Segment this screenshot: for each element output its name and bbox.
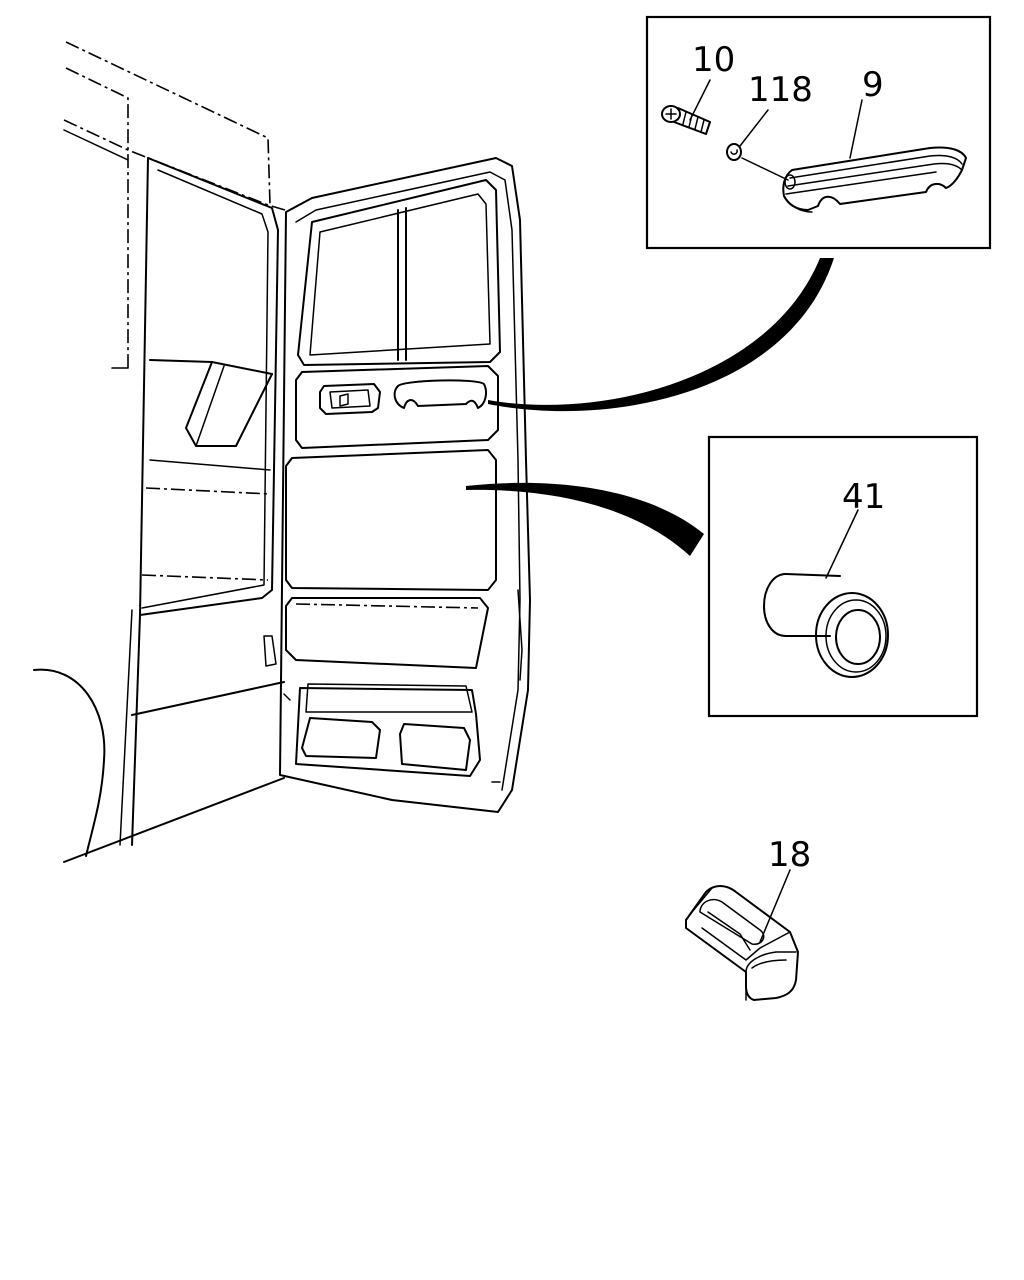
leader-to-plug-detail [466,482,704,556]
washer-to-handle-line [741,157,789,181]
screw-part [661,105,711,135]
grip-handle-part [782,146,967,213]
handle-detail-box: 10 118 9 [645,15,992,250]
door-panel [279,157,531,813]
callout-washer: 118 [748,70,813,110]
plug-detail-box: 41 [707,435,979,718]
leader-to-handle-detail [488,258,834,412]
clip-part [685,885,799,1001]
detail-frame-plug [707,435,979,718]
plug-part [763,573,889,678]
callout-screw: 10 [692,40,735,80]
clip-leader [759,869,791,943]
washer-part [726,143,742,161]
screw-leader [689,79,711,121]
cab-body-outline [33,41,286,863]
callout-plug: 41 [842,477,885,517]
callout-grip-handle: 9 [862,65,884,105]
plug-leader [825,509,859,579]
grip-handle-leader [849,99,863,159]
callout-clip: 18 [768,835,811,875]
washer-leader [739,109,769,147]
